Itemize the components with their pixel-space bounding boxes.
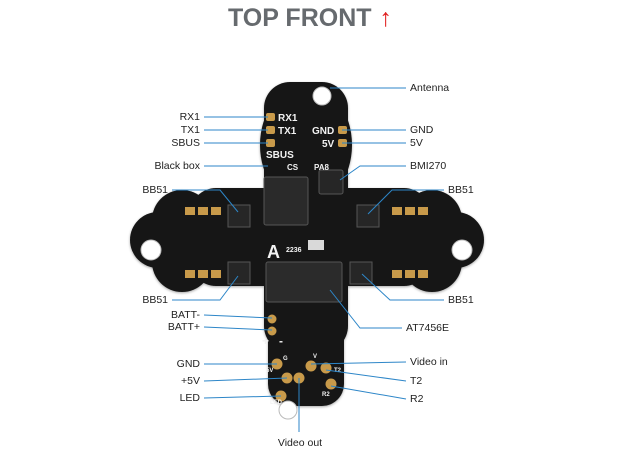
motor-pad-bl1 — [185, 270, 195, 278]
label-r2: R2 — [410, 393, 424, 405]
silk-plus: + — [262, 334, 269, 348]
motor-pad-tl3 — [211, 207, 221, 215]
line-bb51-br — [361, 273, 444, 301]
leader-lines — [172, 87, 444, 432]
silk-gnd: GND — [312, 126, 334, 137]
line-batt-minus — [203, 314, 273, 319]
batt-minus-pad — [267, 314, 277, 324]
line-bb51-tr — [367, 189, 444, 215]
silk-rx1: RX1 — [278, 113, 298, 124]
mounting-hole-left — [140, 239, 162, 261]
silk-tx1: TX1 — [278, 126, 297, 137]
label-gnd: GND — [176, 358, 200, 370]
bb51-chip-tl — [227, 204, 251, 228]
label-at7456e: AT7456E — [406, 322, 449, 334]
motor-pad-tl2 — [198, 207, 208, 215]
line-t2 — [325, 369, 407, 382]
pad-bottom-video-in — [305, 360, 317, 372]
silk-pad-g: G — [283, 356, 288, 362]
label-bmi270: BMI270 — [410, 160, 447, 172]
motor-pad-tr3 — [418, 207, 428, 215]
line-5v — [203, 377, 288, 382]
mounting-hole-bottom — [278, 400, 298, 420]
silk-logo: A — [267, 242, 280, 262]
label-batt-minus: BATT- — [171, 309, 200, 321]
label-5v: +5V — [181, 375, 200, 387]
bmi270-chip — [318, 169, 344, 195]
motor-pad-br2 — [405, 270, 415, 278]
label-bb51-bottom-right: BB51 — [448, 294, 474, 306]
label-led: LED — [179, 392, 200, 404]
diagram-title: TOP FRONT↑ — [0, 4, 620, 33]
silk-minus: - — [279, 334, 283, 348]
label-tx1: TX1 — [180, 124, 200, 136]
label-bb51-bottom-left: BB51 — [142, 294, 168, 306]
silk-pad-t2: T2 — [334, 368, 342, 374]
label-gnd-right: GND — [410, 124, 434, 136]
silk-pa8: PA8 — [314, 163, 330, 172]
label-5v-right: 5V — [410, 137, 423, 149]
motor-pad-bl3 — [211, 270, 221, 278]
mounting-hole-top — [312, 86, 332, 106]
batt-plus-pad — [267, 326, 277, 336]
label-bb51-top-left: BB51 — [142, 184, 168, 196]
silk-version: 2236 — [286, 247, 302, 254]
line-video-in — [310, 361, 407, 365]
motor-pad-tl1 — [185, 207, 195, 215]
at7456e-chip — [265, 261, 343, 303]
pad-bottom-r2 — [325, 378, 337, 390]
motor-pad-tr2 — [405, 207, 415, 215]
silk-sbus: SBUS — [266, 150, 294, 161]
motor-pad-br3 — [418, 270, 428, 278]
black-box-chip — [263, 176, 309, 226]
line-batt-plus — [203, 326, 273, 331]
label-sbus: SBUS — [171, 137, 200, 149]
line-bb51-bl — [172, 275, 239, 301]
label-video-out: Video out — [277, 437, 323, 449]
silk-pad-led: LED — [270, 400, 283, 406]
pad-rx1 — [266, 113, 275, 121]
silk-pad-r2: R2 — [322, 392, 330, 398]
silk-5v: 5V — [322, 139, 335, 150]
silk-cs: CS — [287, 163, 299, 172]
label-rx1: RX1 — [179, 111, 200, 123]
bb51-chip-bl — [227, 261, 251, 285]
pad-sbus — [266, 139, 275, 147]
label-bb51-top-right: BB51 — [448, 184, 474, 196]
line-bb51-tl — [172, 189, 239, 213]
line-r2 — [330, 385, 407, 400]
motor-pad-tr1 — [392, 207, 402, 215]
line-at7456e — [329, 289, 402, 329]
label-batt-plus: BATT+ — [167, 321, 200, 333]
label-antenna: Antenna — [410, 82, 450, 94]
label-black-box: Black box — [154, 160, 200, 172]
up-arrow-icon: ↑ — [379, 4, 393, 32]
label-t2: T2 — [410, 375, 423, 387]
bb51-chip-tr — [356, 204, 380, 228]
title-text: TOP FRONT — [227, 4, 372, 32]
line-led — [203, 395, 282, 399]
motor-pad-br1 — [392, 270, 402, 278]
motor-pad-bl2 — [198, 270, 208, 278]
mounting-hole-right — [451, 239, 473, 261]
crystal — [308, 240, 324, 250]
silk-pad-v: V — [313, 354, 317, 360]
line-bmi270 — [339, 165, 406, 181]
silk-pad-5v: 5V — [266, 368, 273, 374]
pad-tx1 — [266, 126, 275, 134]
label-video-in: Video in — [410, 356, 448, 368]
